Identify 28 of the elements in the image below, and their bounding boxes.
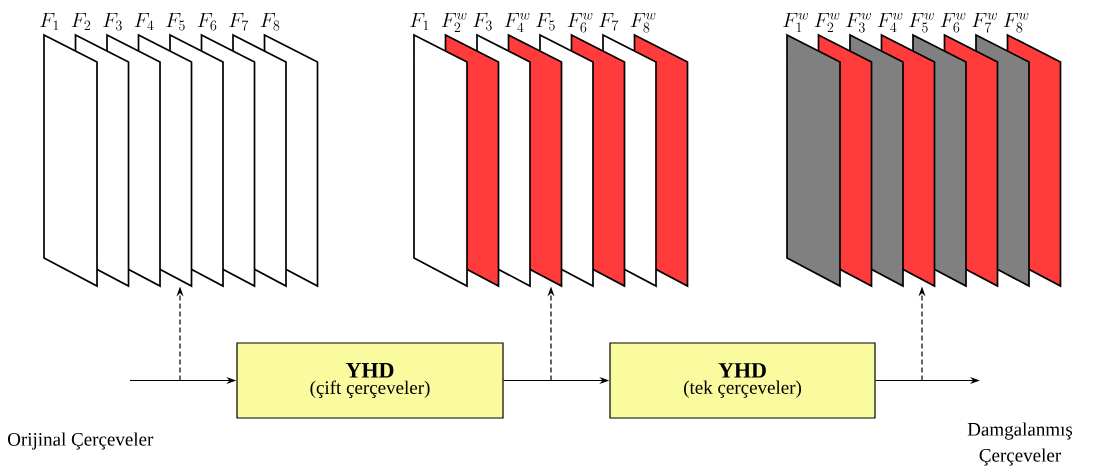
node-label: $F_2^w$ <box>441 12 467 33</box>
node-label: $F_5$ <box>536 12 555 31</box>
node-label: $F_1^w$ <box>783 12 808 33</box>
node-label: $F_3^w$ <box>846 12 871 33</box>
node-label: $F_3$ <box>473 12 492 31</box>
node-label: $F_8^w$ <box>630 12 656 33</box>
node-label: $F_7$ <box>599 12 619 31</box>
node-label: $F_8$ <box>260 12 280 31</box>
node-label: $F_2^w$ <box>814 12 840 33</box>
node-label: $F_6^w$ <box>940 12 966 33</box>
node-label: $F_6^w$ <box>567 12 593 33</box>
node-label: $F_5^w$ <box>909 12 934 33</box>
node-label: $F_4$ <box>134 12 154 31</box>
node-label: $F_6$ <box>197 12 217 31</box>
node-label: $F_1$ <box>410 12 429 31</box>
caption-text: Damgalanmış Çerçeveler <box>967 422 1073 466</box>
node-label: $F_2$ <box>71 12 91 31</box>
process-box: YHD (çift çerçeveler) <box>236 342 504 419</box>
caption-text: Orijinal Çerçeveler <box>8 432 154 450</box>
node-label: $F_7^w$ <box>972 12 997 33</box>
node-label: $F_1$ <box>40 12 59 31</box>
node-label: $F_8^w$ <box>1003 12 1029 33</box>
node-label: $F_4^w$ <box>504 12 530 33</box>
node-label: $F_7$ <box>229 12 249 31</box>
node-label: $F_3$ <box>103 12 122 31</box>
process-box: YHD (tek çerçeveler) <box>609 342 876 419</box>
node-label: $F_4^w$ <box>877 12 903 33</box>
node-label: $F_5$ <box>166 12 185 31</box>
